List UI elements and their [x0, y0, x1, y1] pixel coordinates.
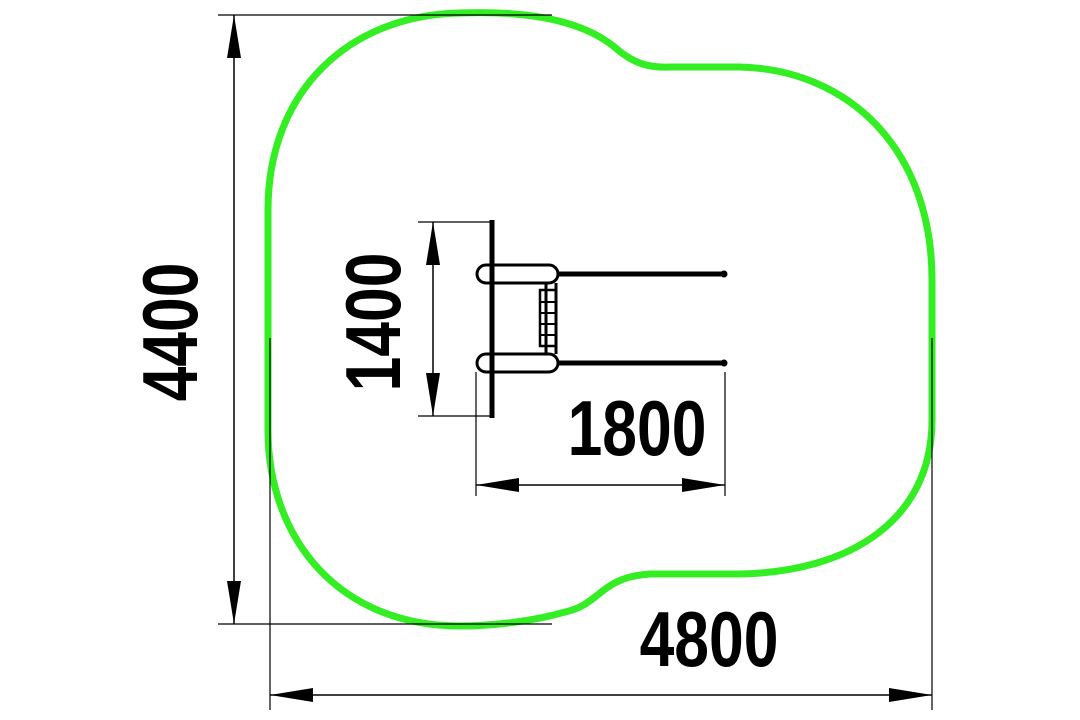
overall-width-dimension: 4800 [269, 338, 933, 710]
overall-height-label: 4400 [126, 263, 213, 402]
lower-loop [475, 352, 560, 374]
equipment-width-label: 1800 [568, 384, 707, 471]
play-equipment [475, 220, 728, 418]
upper-bar-end [720, 270, 728, 278]
upper-loop [475, 263, 560, 285]
equipment-height-dimension: 1400 [329, 221, 492, 417]
arrow-left [270, 688, 313, 702]
arrow-up [227, 15, 241, 58]
overall-width-label: 4800 [640, 595, 779, 682]
equipment-width-dimension: 1800 [475, 372, 726, 496]
equip-arrow-up [426, 222, 440, 265]
equip-arrow-right [682, 478, 725, 492]
connector-block [538, 288, 558, 348]
overall-height-dimension: 4400 [126, 14, 552, 625]
safety-zone-boundary [264, 9, 936, 630]
equip-arrow-down [426, 373, 440, 416]
equip-arrow-left [476, 478, 519, 492]
arrow-right [889, 688, 932, 702]
arrow-down [227, 581, 241, 624]
lower-bar-end [720, 359, 728, 367]
equipment-height-label: 1400 [329, 253, 416, 392]
